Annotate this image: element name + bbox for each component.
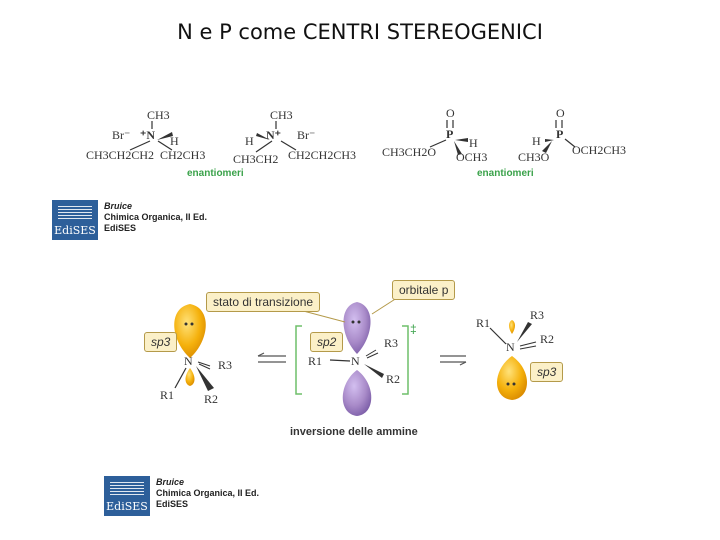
m4-top: O [556,106,565,120]
m3-sub-right: OCH3 [456,150,488,164]
right-r2: R2 [540,332,555,346]
center-top-lobe [343,302,371,354]
m1-sub-left: CH3CH2CH2 [86,148,155,162]
m4-sub-right: OCH2CH3 [572,143,627,157]
amine-inversion-figure: stato di transizione orbitale p sp3 sp2 … [0,270,720,450]
left-large-lobe [174,304,206,358]
publisher-book: Chimica Organica, II Ed. [104,212,208,222]
publisher-name: EdiSES [104,223,137,233]
publisher-author: Bruice [104,201,133,211]
left-small-lobe [185,368,195,386]
left-nitrogen: N [184,354,193,368]
m2-sub-right: CH2CH2CH3 [288,148,357,162]
m2-nitrogen: N⁺ [266,128,281,142]
m3-h: H [469,136,478,150]
m1-ion: Br⁻ [112,128,131,142]
m1-sub-right: CH2CH3 [160,148,206,162]
m4-sub-left: CH3O [518,150,550,164]
left-r3: R3 [218,358,233,372]
right-small-lobe [509,320,515,334]
edises-logo-icon: EdiSES [104,476,150,516]
m1-nitrogen: ⁺N [140,128,155,142]
publisher-author: Bruice [156,477,185,487]
m1-h: H [170,134,179,148]
left-r1: R1 [160,388,175,402]
enantiomer-label-2: enantiomeri [477,168,534,179]
right-r3: R3 [530,308,545,322]
edises-logo-icon: EdiSES [52,200,98,240]
bond-lines [129,120,576,155]
callout-transition-state: stato di transizione [206,292,321,312]
center-bottom-lobe [342,370,372,416]
center-r2: R2 [386,372,401,386]
label-sp2: sp2 [310,332,344,352]
label-sp3-right: sp3 [530,362,564,382]
orbital-drawing [174,295,537,416]
m3-phosphorus: P [446,127,454,141]
page-title: N e P come CENTRI STEREOGENICI [177,20,543,44]
m2-h: H [245,134,254,148]
label-sp3-left: sp3 [144,332,178,352]
m4-phosphorus: P [556,127,564,141]
center-r1: R1 [308,354,323,368]
m2-top: CH3 [270,108,293,122]
center-nitrogen: N [351,354,360,368]
publisher-logo-2: EdiSES Bruice Chimica Organica, II Ed. E… [104,476,294,518]
callout-p-orbital: orbitale p [392,280,456,300]
m3-sub-left: CH3CH2O [382,145,437,159]
right-large-lobe [497,356,527,400]
center-r3: R3 [384,336,399,350]
right-nitrogen: N [506,340,515,354]
transition-dagger: ‡ [410,322,417,336]
enantiomers-figure: CH3 Br⁻ ⁺N H CH3CH2CH2 CH2CH3 CH3 H N⁺ B… [0,96,720,191]
inversion-caption: inversione delle ammine [290,426,418,438]
m4-h: H [532,134,541,148]
left-r2: R2 [204,392,219,406]
publisher-logo-1: EdiSES Bruice Chimica Organica, II Ed. E… [52,200,222,242]
m3-top: O [446,106,455,120]
right-r1: R1 [476,316,491,330]
m1-top: CH3 [147,108,170,122]
publisher-name: EdiSES [156,499,189,509]
m2-ion: Br⁻ [297,128,316,142]
publisher-book: Chimica Organica, II Ed. [156,488,260,498]
enantiomer-label-1: enantiomeri [187,168,244,179]
m2-sub-left: CH3CH2 [233,152,279,166]
